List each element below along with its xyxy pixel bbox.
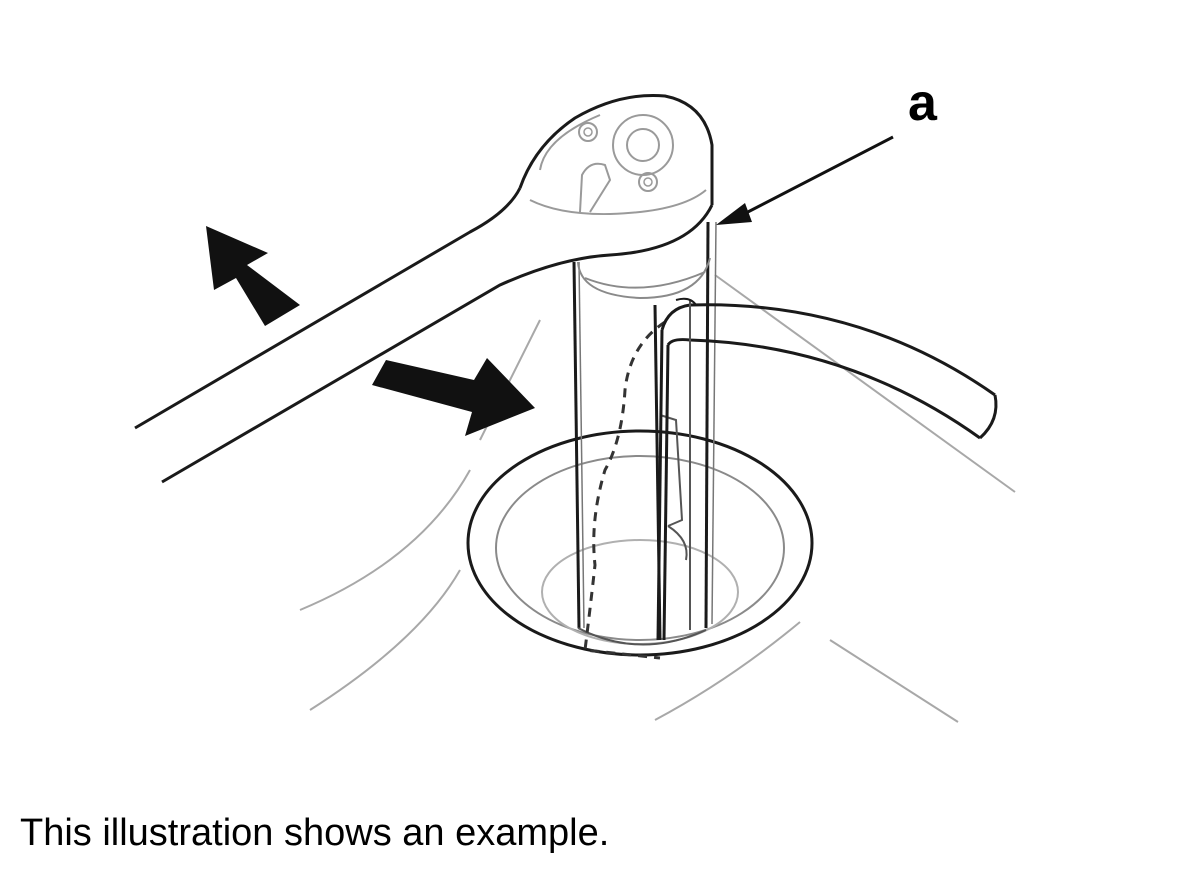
socket [577,257,711,300]
hidden-line [583,320,666,660]
up-left-arrow [206,226,300,326]
caption: This illustration shows an example. [20,812,610,854]
shaft [572,221,717,646]
illustration: a [134,74,1016,723]
right-arrow [372,358,535,436]
wrench [134,94,714,484]
direction-arrows [206,226,535,436]
callout-label: a [908,74,938,132]
bore-rings [466,429,814,657]
hose [656,297,998,641]
callout-a: a [716,74,938,225]
